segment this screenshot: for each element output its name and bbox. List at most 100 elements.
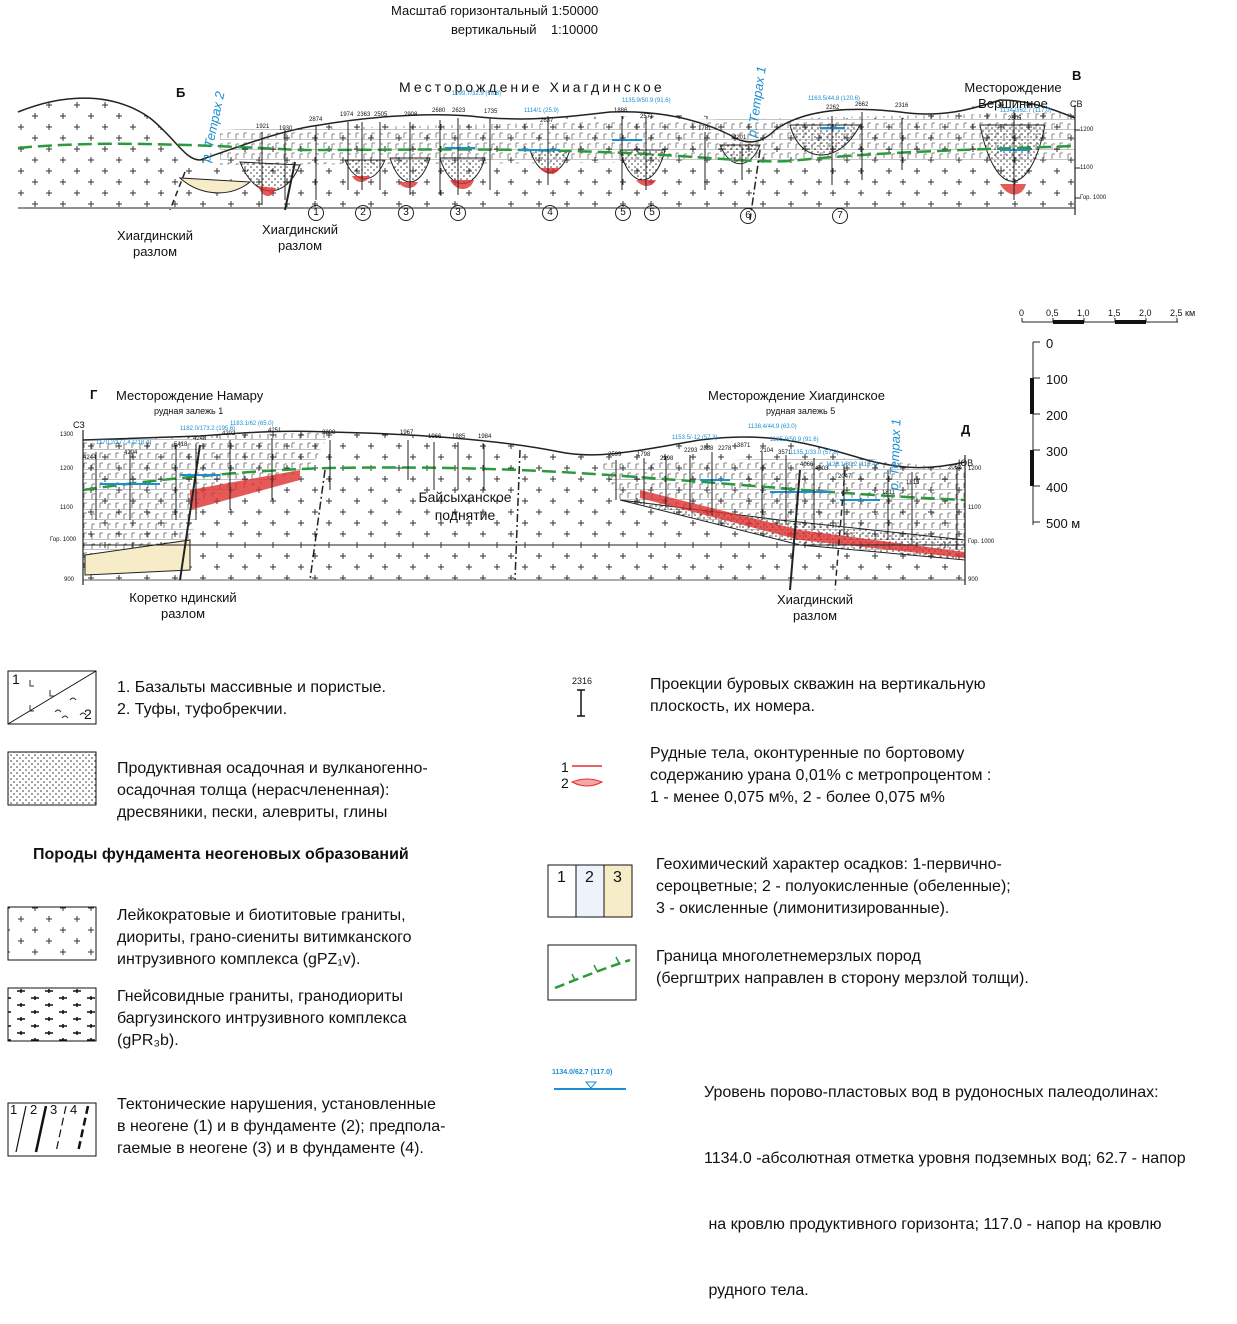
section2-tick-left: Гор. 1000 <box>50 537 77 543</box>
geochem-box-3: 3 <box>613 869 622 886</box>
water-label: 1135.9/50.9 (91.6) <box>770 437 819 443</box>
section1-fault1-label: Хиагдинский разлом <box>105 228 205 260</box>
tect-line3: гаемые в неогене (3) и в фундаменте (4). <box>117 1140 424 1157</box>
water-label: 1153.5/-12 (57.3) <box>672 435 718 441</box>
legend-productive: Продуктивная осадочная и вулканогенно- о… <box>117 758 428 824</box>
water-label: 1170.2/177.4 (218.4) <box>96 440 152 446</box>
gneiss-line2: баргузинского интрузивного комплекса <box>117 1010 407 1027</box>
granite-line2: диориты, грано-сиениты витимканского <box>117 929 412 946</box>
section2-tick-left: 1100 <box>60 505 73 511</box>
ore-body-number: 4 <box>542 205 558 221</box>
well-label: 1974 <box>340 112 354 118</box>
water-label: 1114/1 (25.9) <box>524 108 559 114</box>
scale-v-tick: 200 <box>1046 408 1068 423</box>
well-label: 2062 <box>948 465 962 471</box>
water-label: 1182.0/173.2 (195.6) <box>180 426 236 432</box>
deposit2-line2: Вершинное <box>978 96 1048 111</box>
well-label: 3571 <box>778 450 792 456</box>
section1-corner-left: Б <box>176 85 186 100</box>
gneiss-line1: Гнейсовидные граниты, гранодиориты <box>117 988 403 1005</box>
section2-tick-right: Гор. 1000 <box>968 539 995 545</box>
basalt-box-label-2: 2 <box>84 706 92 722</box>
section2-corner-right: Д <box>961 422 971 437</box>
ore-body-number: 3 <box>398 205 414 221</box>
section2-deposit1-title: Месторождение Намару <box>116 388 264 403</box>
ore-line1: Рудные тела, оконтуренные по бортовому <box>650 745 965 762</box>
ore-body-number: 2 <box>355 205 371 221</box>
scale-h-tick: 2,5 км <box>1170 308 1196 318</box>
well-sample-number: 2316 <box>572 676 593 686</box>
section2-corner-left: Г <box>90 387 98 402</box>
well-label: 1735 <box>484 109 498 115</box>
tect-label-1: 1 <box>10 1102 18 1117</box>
fault2-line1: Хиагдинский <box>261 222 339 237</box>
perma-line2: (бергштрих направлен в сторону мерзлой т… <box>656 970 1029 987</box>
section2-tick-left: 1300 <box>60 432 74 438</box>
basalt-line1: 1. Базальты массивные и пористые. <box>117 679 386 696</box>
ore-body-number: 6 <box>740 208 756 224</box>
well-label: 2293 <box>684 448 698 454</box>
well-label: 2874 <box>309 117 323 123</box>
legend-basalt: 1. Базальты массивные и пористые. 2. Туф… <box>117 677 386 721</box>
well-label: 1984 <box>478 434 492 440</box>
productive-line1: Продуктивная осадочная и вулканогенно- <box>117 760 428 777</box>
well-label: 2316 <box>895 103 909 109</box>
scale-h-tick: 0 <box>1019 308 1025 318</box>
water-line2: 1134.0 -абсолютная отметка уровня подзем… <box>704 1150 1186 1167</box>
well-label: 2363 <box>357 112 371 118</box>
well-label: 2599 <box>608 452 622 458</box>
tect-label-4: 4 <box>70 1102 78 1117</box>
well-label: 1798 <box>637 452 651 458</box>
legend-water-level: Уровень порово-пластовых вод в рудоносны… <box>704 1038 1186 1324</box>
geochem-line3: 3 - окисленные (лимонитизированные). <box>656 900 950 917</box>
section2-tick-right: 900 <box>968 577 979 583</box>
well-label: 1886 <box>614 108 628 114</box>
uplift-line2: поднятие <box>434 507 496 523</box>
section2-tick-left: 900 <box>64 577 75 583</box>
water-line1: Уровень порово-пластовых вод в рудоносны… <box>704 1084 1159 1101</box>
section1-tick-1100: 1100 <box>1080 165 1093 171</box>
legend-gneiss: Гнейсовидные граниты, гранодиориты баргу… <box>117 986 407 1052</box>
well-label: 4204 <box>124 450 138 456</box>
scale-h-tick: 2,0 <box>1139 308 1152 318</box>
legend-basement-heading: Породы фундамента неогеновых образований <box>33 846 409 863</box>
well-label: 2662 <box>855 102 869 108</box>
fault1-line1: Хиагдинский <box>116 228 194 243</box>
water-label: 1138.4/44.9 (63.0) <box>748 424 797 430</box>
fault2-line2: разлом <box>792 608 838 623</box>
geochem-line2: сероцветные; 2 - полуокисленные (обеленн… <box>656 878 1011 895</box>
section2-deposit2-title: Месторождение Хиагдинское <box>708 388 885 403</box>
legend-wells: Проекции буровых скважин на вертикальную… <box>650 674 986 718</box>
water-label: 1183.1/62 (65.0) <box>230 421 274 427</box>
well-label: 2623 <box>452 108 466 114</box>
scale-v-tick: 400 <box>1046 480 1068 495</box>
tect-line1: Тектонические нарушения, установленные <box>117 1096 436 1113</box>
scale-h-tick: 1,5 <box>1108 308 1121 318</box>
well-label: 4244 <box>83 455 97 461</box>
productive-line2: осадочная толща (нерасчлененная): <box>117 782 390 799</box>
well-label: 4251 <box>268 428 282 434</box>
legend-ore-bodies: Рудные тела, оконтуренные по бортовому с… <box>650 743 991 809</box>
well-label: 4202 <box>222 431 236 437</box>
section2-deposit2-sub: рудная залежь 5 <box>766 406 836 416</box>
ore-line2: содержанию урана 0,01% с метропроцентом … <box>650 767 992 784</box>
fault1-line2: разлом <box>160 606 206 621</box>
gneiss-line3: (gPR₃b). <box>117 1032 179 1049</box>
ore-line3: 1 - менее 0,075 м%, 2 - более 0,075 м% <box>650 789 945 806</box>
well-label: 1967 <box>400 430 414 436</box>
ore-body-number: 1 <box>308 205 324 221</box>
section2-tick-left: 1200 <box>60 466 74 472</box>
well-label: 2888 <box>700 446 714 452</box>
well-label: 2505 <box>374 112 388 118</box>
geochem-box-2: 2 <box>585 869 594 886</box>
legend-permafrost: Граница многолетнемерзлых пород (бергштр… <box>656 946 1029 990</box>
legend-granite: Лейкократовые и биотитовые граниты, диор… <box>117 905 412 971</box>
well-label: 2298 <box>660 456 674 462</box>
granite-line3: интрузивного комплекса (gPZ₁v). <box>117 951 361 968</box>
tect-line2: в неогене (1) и в фундаменте (2); предпо… <box>117 1118 446 1135</box>
fault2-line1: Хиагдинский <box>776 592 854 607</box>
geochem-line1: Геохимический характер осадков: 1-первич… <box>656 856 1002 873</box>
granite-line1: Лейкократовые и биотитовые граниты, <box>117 907 406 924</box>
fault2-line2: разлом <box>277 238 323 253</box>
well-label: 2908 <box>404 112 418 118</box>
